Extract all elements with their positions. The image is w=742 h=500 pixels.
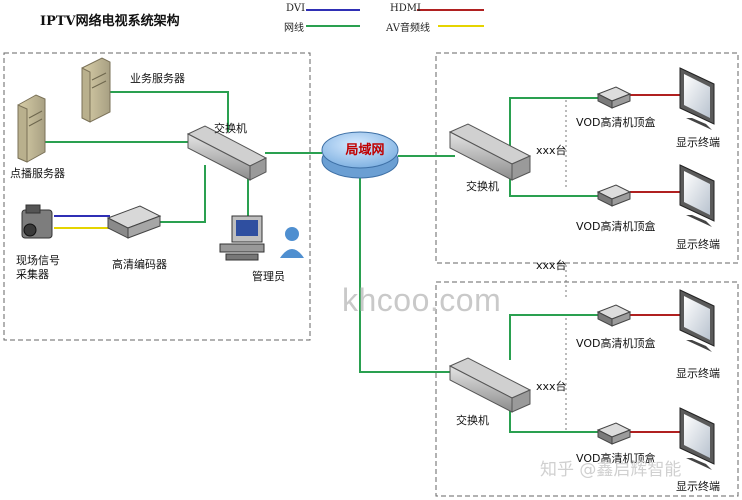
display-label-1: 显示终端	[676, 136, 720, 149]
business-server-label: 业务服务器	[130, 72, 185, 85]
switch-top-label: 交换机	[466, 180, 499, 193]
diagram-title: IPTV网络电视系统架构	[40, 14, 180, 29]
watermark-text: khcoo.com	[342, 282, 502, 318]
legend-av-label: AV音频线	[386, 23, 430, 34]
count-label-3: xxx台	[536, 380, 567, 393]
vod-server-icon	[17, 94, 46, 163]
admin-label: 管理员	[252, 270, 285, 283]
site-switch-bottom-icon	[448, 357, 532, 413]
display-monitor-icon	[679, 67, 715, 130]
capture-camera-icon	[21, 204, 53, 239]
stb-label-4: VOD高清机顶盒	[576, 452, 656, 465]
admin-user-icon	[280, 227, 304, 258]
display-monitor-icon	[679, 407, 715, 470]
business-server-icon	[81, 57, 111, 123]
display-label-4: 显示终端	[676, 480, 720, 493]
site-switch-top-icon	[448, 123, 532, 181]
capture-device-label: 现场信号 采集器	[16, 254, 60, 281]
switch-bottom-label: 交换机	[456, 414, 489, 427]
admin-workstation-icon	[219, 215, 265, 261]
main-switch-label: 交换机	[214, 122, 247, 135]
count-label-2: xxx台	[536, 259, 567, 272]
display-label-2: 显示终端	[676, 238, 720, 251]
stb-label-2: VOD高清机顶盒	[576, 220, 656, 233]
credit-text: 知乎 @鑫启辉智能	[540, 460, 682, 480]
lan-cloud-icon	[321, 131, 399, 179]
count-label-1: xxx台	[536, 144, 567, 157]
set-top-box-icon	[596, 184, 632, 207]
set-top-box-icon	[596, 304, 632, 327]
site-region-bottom	[435, 281, 739, 497]
vod-server-label: 点播服务器	[10, 167, 65, 180]
hdmi-cables	[630, 94, 680, 433]
legend-network-label: 网线	[284, 23, 304, 34]
encoder-icon	[106, 205, 162, 239]
main-switch-icon	[186, 125, 268, 181]
legend-hdmi-label: HDMI	[390, 3, 421, 14]
stb-label-1: VOD高清机顶盒	[576, 116, 656, 129]
headend-region	[3, 52, 311, 341]
set-top-box-icon	[596, 422, 632, 445]
set-top-box-icon	[596, 86, 632, 109]
legend-dvi-label: DVI	[286, 3, 306, 14]
display-monitor-icon	[679, 289, 715, 352]
stb-label-3: VOD高清机顶盒	[576, 337, 656, 350]
display-label-3: 显示终端	[676, 367, 720, 380]
encoder-label: 高清编码器	[112, 258, 167, 271]
lan-label: 局域网	[345, 143, 385, 158]
display-monitor-icon	[679, 164, 715, 227]
network-cables	[45, 91, 598, 433]
